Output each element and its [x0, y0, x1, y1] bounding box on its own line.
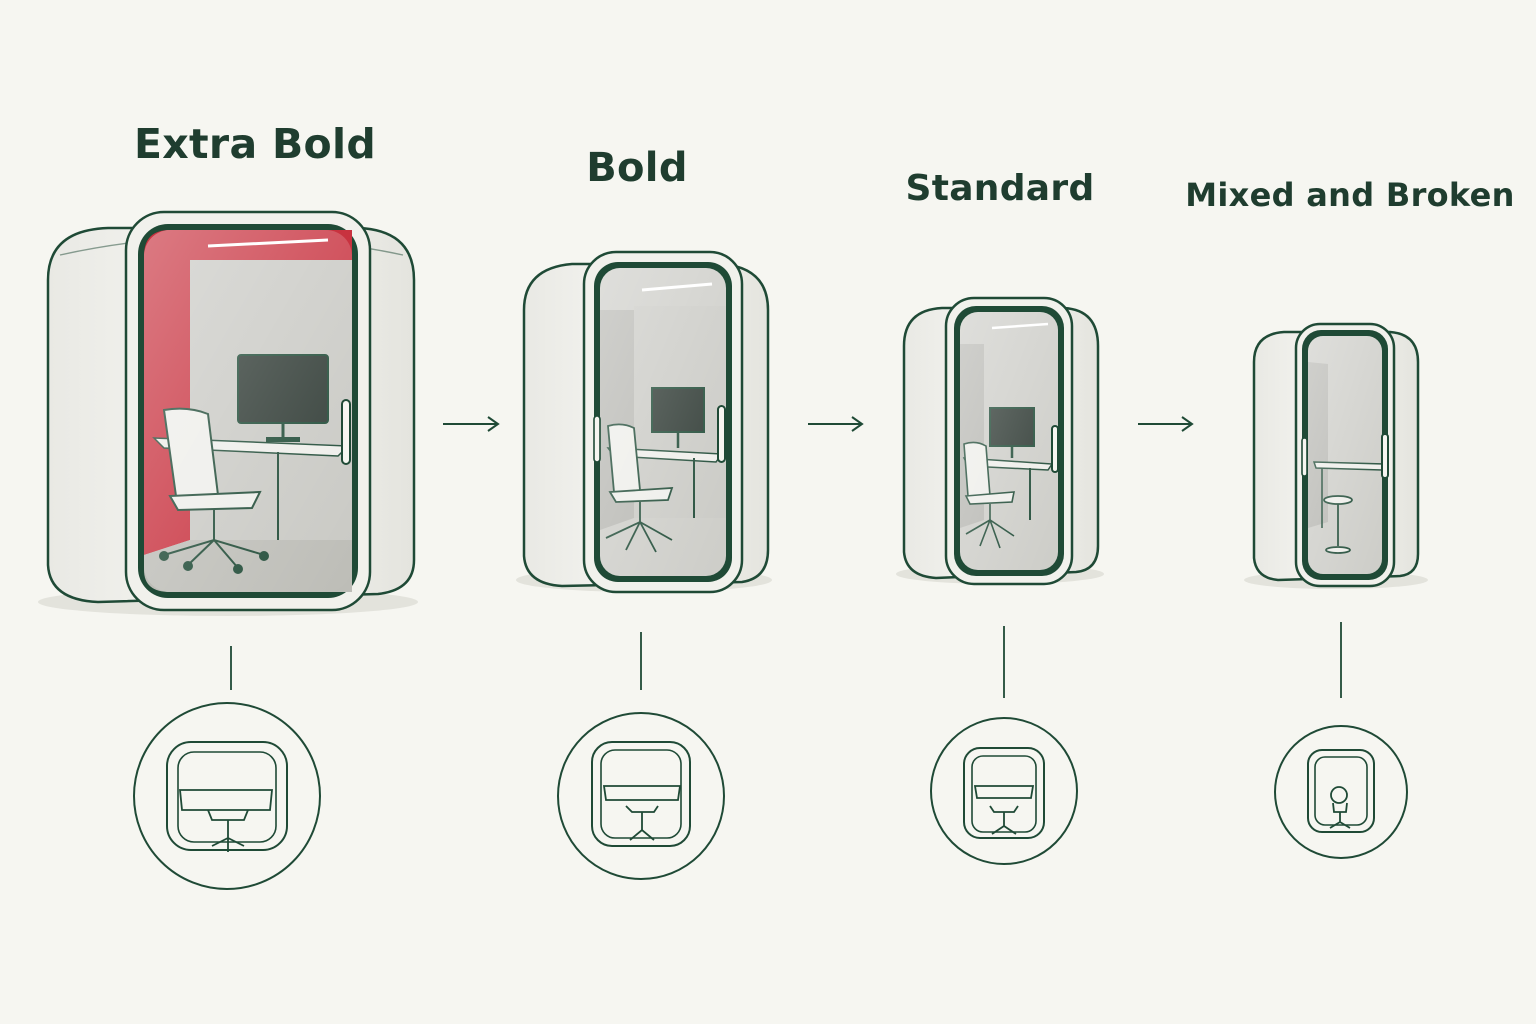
stage-title-mixed-and-broken: Mixed and Broken	[1185, 176, 1515, 214]
pod-standard	[896, 296, 1104, 586]
booth-plan-icon-standard	[930, 717, 1078, 865]
stage-title-standard: Standard	[905, 168, 1095, 209]
arrow-right-icon	[808, 416, 864, 432]
booth-plan-icon-mixed-and-broken	[1274, 725, 1408, 859]
pod-extra-bold	[38, 210, 418, 616]
arrow-right-icon	[443, 416, 500, 432]
connector-lines	[230, 622, 1342, 698]
stage-title-bold: Bold	[586, 145, 688, 191]
pod-mixed-and-broken	[1244, 322, 1428, 589]
arrow-right-icon	[1138, 416, 1194, 432]
pod-bold	[516, 250, 772, 594]
stage-title-extra-bold: Extra Bold	[133, 120, 377, 168]
booth-plan-icon-extra-bold	[133, 702, 321, 890]
booth-plan-icon-bold	[557, 712, 725, 880]
